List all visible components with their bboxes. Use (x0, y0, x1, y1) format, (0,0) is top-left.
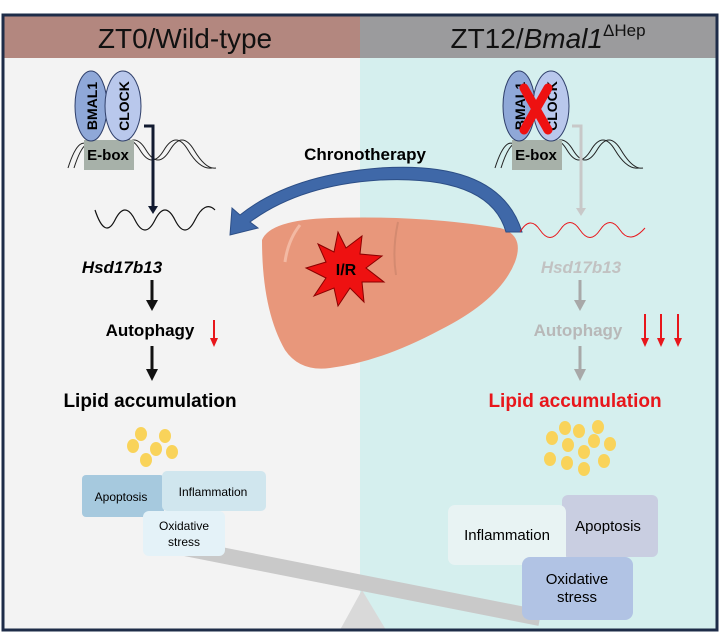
chronotherapy-label: Chronotherapy (304, 145, 426, 164)
left-mrna-wave (94, 206, 216, 231)
left-down-red-arrow (210, 320, 218, 347)
injury-star-icon (304, 230, 386, 308)
left-arrow-1 (146, 280, 158, 311)
right-oxidative-box (522, 557, 633, 620)
left-title: ZT0/Wild-type (98, 23, 272, 54)
right-title: ZT12/Bmal1ΔHep (450, 21, 645, 54)
right-apoptosis-label: Apoptosis (575, 518, 641, 535)
left-ebox (84, 140, 134, 170)
right-activation-arrow (572, 124, 583, 210)
left-lipid-label: Lipid accumulation (63, 391, 236, 412)
left-arrow-2 (146, 346, 158, 381)
left-clock-protein (104, 70, 142, 142)
left-activation-arrow (144, 124, 155, 208)
right-lipid-droplets-icon (544, 420, 616, 476)
right-lipid-label: Lipid accumulation (488, 391, 661, 412)
right-header (360, 16, 716, 58)
right-arrow-1 (574, 280, 586, 311)
right-apoptosis-box (562, 495, 658, 557)
figure-frame (1, 13, 719, 632)
left-autophagy-label: Autophagy (106, 321, 195, 340)
left-clock-label: CLOCK (116, 81, 132, 131)
left-inflammation-label: Inflammation (179, 485, 248, 499)
chronotherapy-arrow (229, 166, 523, 236)
right-triple-down-red-arrows (641, 314, 682, 347)
left-apoptosis-box (82, 475, 164, 517)
liver-highlight (283, 224, 302, 263)
left-ebox-label: E-box (87, 147, 129, 164)
left-oxidative-box (143, 511, 225, 556)
left-activation-arrowhead (148, 206, 158, 214)
knockout-x-icon (519, 83, 553, 135)
seesaw-beam (183, 540, 542, 626)
left-inflammation-box (162, 471, 266, 511)
liver-lobe-line (393, 221, 399, 276)
right-activation-arrowhead (576, 208, 586, 216)
fulcrum (340, 590, 386, 630)
right-stress-label: stress (557, 589, 597, 606)
left-apoptosis-label: Apoptosis (95, 490, 148, 504)
left-header (4, 16, 360, 58)
right-arrow-2 (574, 346, 586, 381)
right-inflammation-label: Inflammation (464, 527, 550, 544)
right-mrna-wave (519, 222, 646, 238)
right-gene-label: Hsd17b13 (541, 258, 622, 277)
right-ebox-label: E-box (515, 147, 557, 164)
left-oxidative-label: Oxidative (159, 519, 209, 533)
right-oxidative-label: Oxidative (546, 571, 609, 588)
right-ebox (512, 140, 562, 170)
left-stress-label: stress (168, 535, 200, 549)
right-autophagy-label: Autophagy (534, 321, 623, 340)
left-lipid-droplets-icon (127, 427, 178, 467)
injury-label: I/R (336, 262, 357, 279)
left-bmal1-label: BMAL1 (84, 82, 100, 130)
right-inflammation-box (448, 505, 566, 565)
left-gene-label: Hsd17b13 (82, 258, 163, 277)
